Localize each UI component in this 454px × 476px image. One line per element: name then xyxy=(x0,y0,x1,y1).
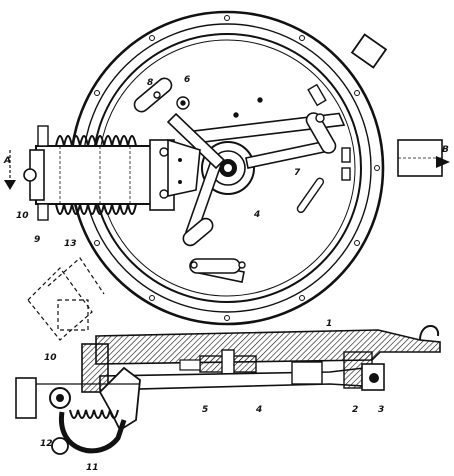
lower-coil xyxy=(55,203,137,215)
arc-slot xyxy=(296,177,325,214)
label-11: 11 xyxy=(86,463,99,473)
label-7: 7 xyxy=(294,168,301,178)
right-housing xyxy=(343,351,385,391)
top-tab xyxy=(350,33,388,69)
label-8: 8 xyxy=(147,78,153,88)
label-1: 1 xyxy=(326,319,332,329)
label-2: 2 xyxy=(352,405,358,415)
label-9: 9 xyxy=(34,235,40,245)
label-10-plan: 10 xyxy=(16,211,29,221)
upper-coil xyxy=(55,135,137,147)
arrow-a-icon xyxy=(4,180,16,190)
plan-view: 6 8 7 4 10 9 13 A B xyxy=(3,10,450,326)
label-13: 13 xyxy=(64,239,77,249)
middle-block xyxy=(291,361,323,385)
main-plate xyxy=(95,329,441,365)
section-view: 1 10 5 4 2 3 12 11 xyxy=(15,257,441,473)
rim-bolts xyxy=(94,15,380,321)
section-coil xyxy=(69,409,119,419)
swung-position-outline xyxy=(27,257,105,341)
arrow-b-icon xyxy=(436,156,450,168)
label-4-plan: 4 xyxy=(253,210,260,220)
slot-links xyxy=(133,77,337,274)
pivot-pins xyxy=(153,91,325,269)
right-hook xyxy=(419,325,440,341)
label-10-section: 10 xyxy=(44,353,57,363)
spring-assembly xyxy=(23,125,201,221)
c-frame xyxy=(59,411,127,454)
label-6: 6 xyxy=(184,75,190,85)
label-4-section: 4 xyxy=(255,405,262,415)
ring-brackets xyxy=(307,83,351,181)
marker-a: A xyxy=(3,156,11,166)
marker-b: B xyxy=(442,145,449,155)
label-3: 3 xyxy=(378,405,384,415)
label-5: 5 xyxy=(202,405,208,415)
left-bracket xyxy=(15,343,141,455)
arrow-a xyxy=(4,150,16,190)
right-shaft xyxy=(397,139,450,177)
label-12: 12 xyxy=(40,439,53,449)
